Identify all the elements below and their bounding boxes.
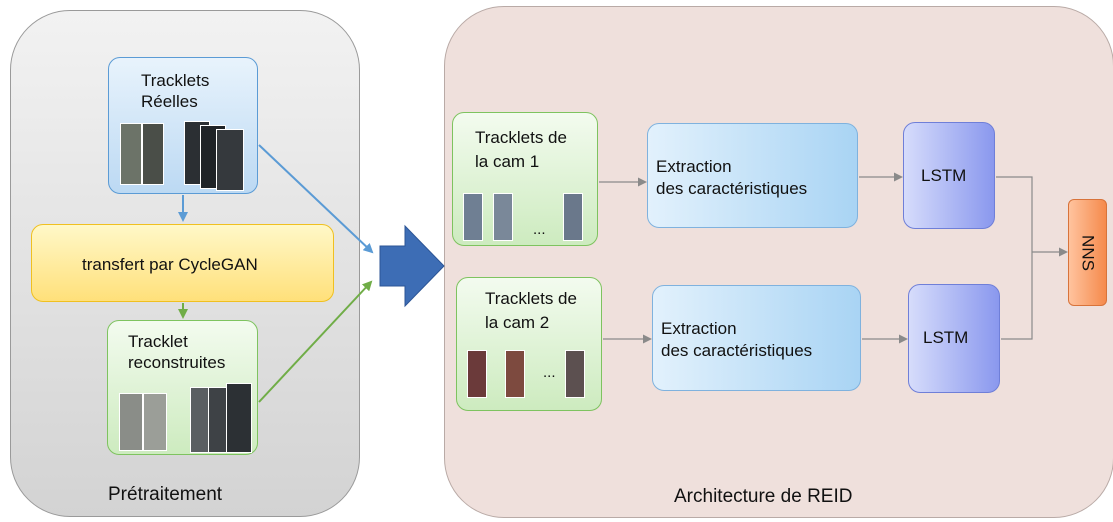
reconstructed-image-2 xyxy=(143,393,167,451)
extraction-1-line1: Extraction xyxy=(656,157,732,176)
cyclegan-transfer-label: transfert par CycleGAN xyxy=(82,255,258,274)
extraction-2-line1: Extraction xyxy=(661,319,737,338)
cam1-image-2 xyxy=(493,193,513,241)
nns-box: NNS xyxy=(1068,199,1107,306)
preprocessing-label: Prétraitement xyxy=(108,484,223,505)
cam1-image-1 xyxy=(463,193,483,241)
big-arrow-icon xyxy=(379,224,445,308)
reconstructed-image-1 xyxy=(119,393,143,451)
real-tracklets-box: Tracklets Réelles xyxy=(108,57,258,194)
reconstructed-tracklets-box: Tracklet reconstruites xyxy=(107,320,258,455)
reconstructed-to-reid-arrow xyxy=(258,280,373,403)
feature-extraction-box-2: Extraction des caractéristiques xyxy=(652,285,861,391)
real-tracklets-label-line1: Tracklets xyxy=(141,71,210,90)
reconstructed-label-line1: Tracklet xyxy=(128,332,188,351)
reid-label: Architecture de REID xyxy=(674,486,853,507)
real-to-reid-arrow xyxy=(258,144,374,254)
cam1-tracklets-box: Tracklets de la cam 1 ... xyxy=(452,112,598,246)
lstm-merge-line xyxy=(996,176,1033,340)
real-tracklets-label-line2: Réelles xyxy=(141,92,198,111)
real-image-5 xyxy=(216,129,244,191)
cam1-image-3 xyxy=(563,193,583,241)
reconstructed-image-5 xyxy=(226,383,252,453)
cam1-label-line1: Tracklets de xyxy=(475,128,567,147)
real-image-1 xyxy=(120,123,142,185)
cam2-tracklets-box: Tracklets de la cam 2 ... xyxy=(456,277,602,411)
extraction-1-line2: des caractéristiques xyxy=(656,179,808,198)
lstm-1-label: LSTM xyxy=(921,166,967,185)
cam2-label-line2: la cam 2 xyxy=(485,313,550,332)
cyclegan-transfer-box: transfert par CycleGAN xyxy=(31,224,334,302)
cam2-image-3 xyxy=(565,350,585,398)
lstm-box-1: LSTM xyxy=(903,122,995,229)
cam1-label-line2: la cam 1 xyxy=(475,152,540,171)
lstm-2-label: LSTM xyxy=(923,328,969,347)
reconstructed-label-line2: reconstruites xyxy=(128,353,226,372)
reid-architecture-panel xyxy=(444,6,1113,518)
cam2-image-1 xyxy=(467,350,487,398)
lstm-box-2: LSTM xyxy=(908,284,1000,393)
cam2-image-2 xyxy=(505,350,525,398)
cam2-ellipsis: ... xyxy=(543,364,556,381)
cam2-label-line1: Tracklets de xyxy=(485,289,577,308)
cam1-ellipsis: ... xyxy=(533,221,546,238)
extraction-2-line2: des caractéristiques xyxy=(661,341,813,360)
real-image-2 xyxy=(142,123,164,185)
feature-extraction-box-1: Extraction des caractéristiques xyxy=(647,123,858,228)
